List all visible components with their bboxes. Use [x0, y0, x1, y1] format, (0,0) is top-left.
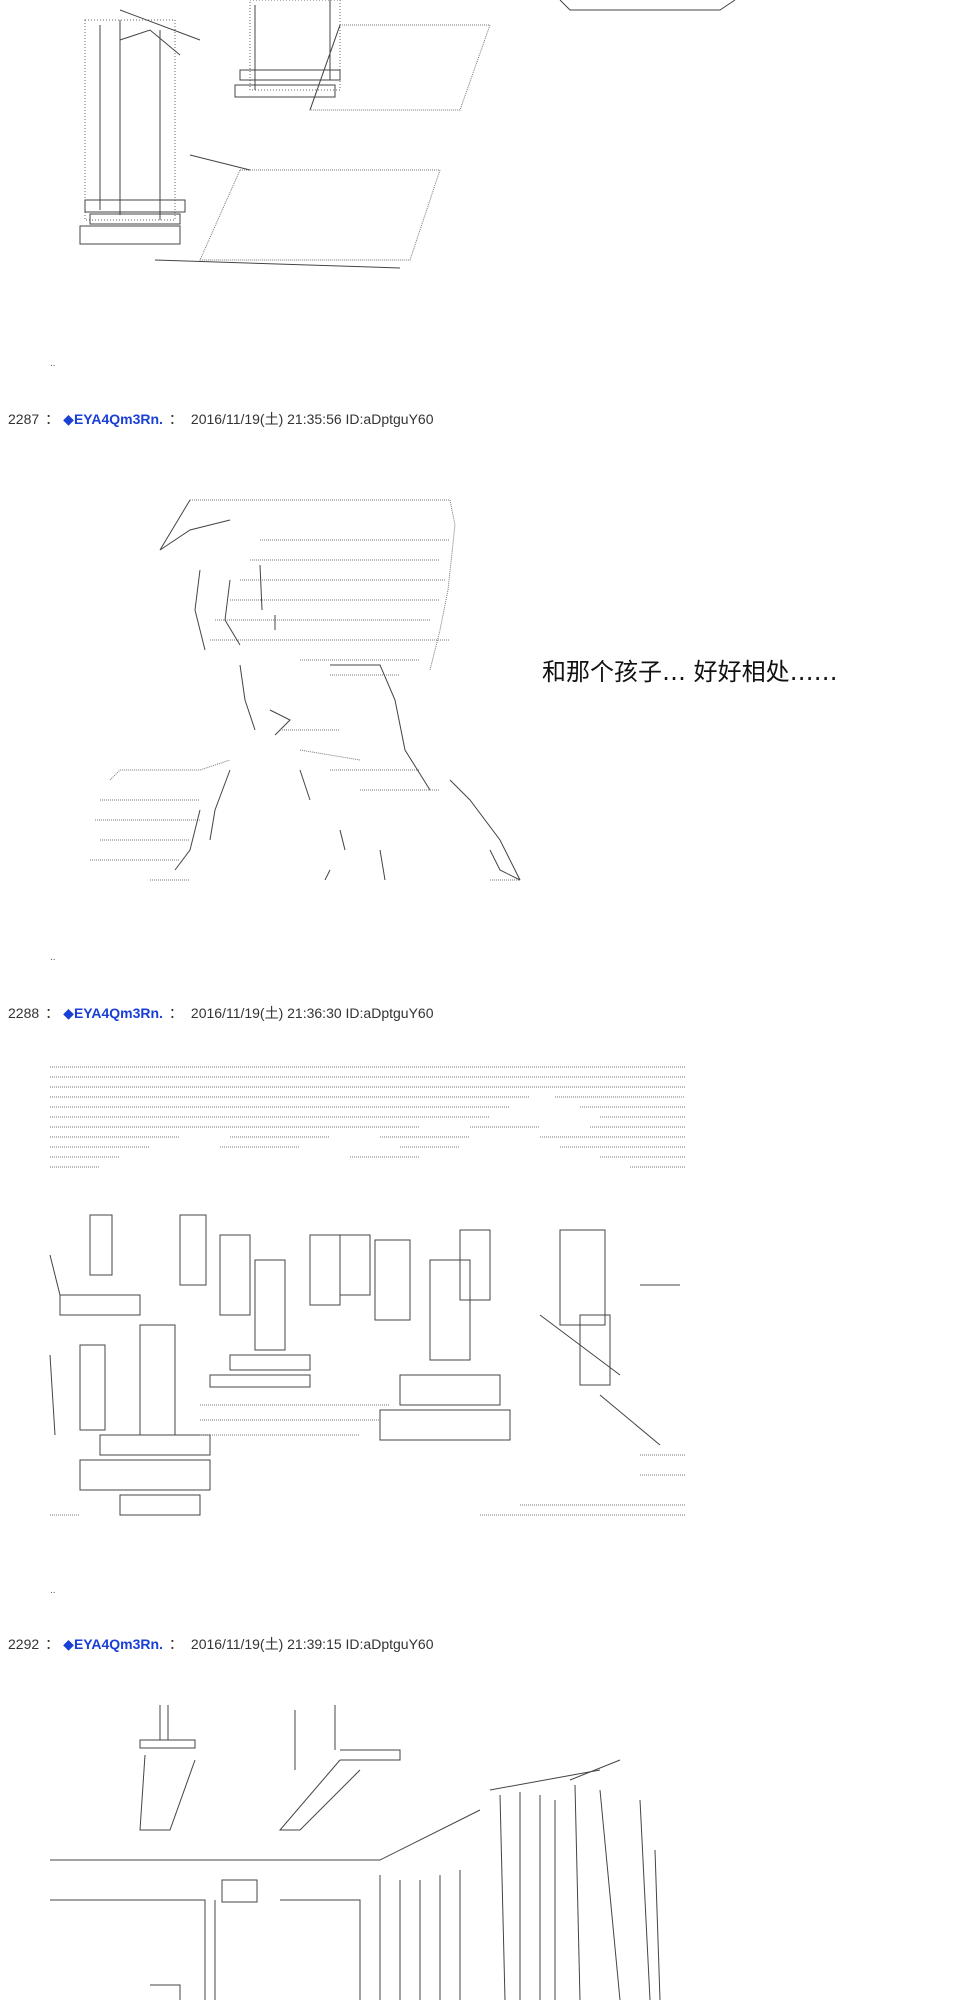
post-header-2287: 2287：◆EYA4Qm3Rn.：2016/11/19(土) 21:35:56 … — [8, 409, 434, 429]
post-id[interactable]: ID:aDptguY60 — [345, 1005, 434, 1021]
post-datetime: 2016/11/19(土) 21:36:30 — [190, 1005, 342, 1021]
trip-code[interactable]: EYA4Qm3Rn. — [73, 1636, 163, 1652]
trip-code[interactable]: EYA4Qm3Rn. — [73, 1005, 163, 1021]
separator: ： — [45, 411, 60, 427]
trip-diamond-icon: ◆ — [63, 1005, 74, 1021]
post-number: 2287 — [8, 411, 40, 427]
post-header-2292: 2292：◆EYA4Qm3Rn.：2016/11/19(土) 21:39:15 … — [8, 1634, 434, 1654]
separator: ： — [168, 1005, 183, 1021]
separator: ： — [45, 1005, 60, 1021]
trip-code[interactable]: EYA4Qm3Rn. — [73, 411, 163, 427]
post-datetime: 2016/11/19(土) 21:35:56 — [190, 411, 342, 427]
separator: ： — [168, 411, 183, 427]
ascii-art-interior — [50, 1705, 661, 2000]
ascii-art-steps — [79, 0, 736, 269]
trip-diamond-icon: ◆ — [63, 411, 74, 427]
ascii-art-cemetery — [49, 1066, 685, 1516]
post-id[interactable]: ID:aDptguY60 — [345, 411, 434, 427]
post-datetime: 2016/11/19(土) 21:39:15 — [190, 1636, 342, 1652]
post-id[interactable]: ID:aDptguY60 — [345, 1636, 434, 1652]
speech-text: 和那个孩子… 好好相处…… — [542, 658, 838, 686]
ellipsis-mark: .. — [50, 358, 56, 369]
separator: ： — [45, 1636, 60, 1652]
ellipsis-mark: .. — [50, 1585, 56, 1596]
separator: ： — [168, 1636, 183, 1652]
ascii-art-figure — [90, 499, 521, 881]
trip-diamond-icon: ◆ — [63, 1636, 74, 1652]
post-number: 2292 — [8, 1636, 40, 1652]
ellipsis-mark: .. — [50, 952, 56, 963]
post-number: 2288 — [8, 1005, 40, 1021]
post-header-2288: 2288：◆EYA4Qm3Rn.：2016/11/19(土) 21:36:30 … — [8, 1003, 434, 1023]
